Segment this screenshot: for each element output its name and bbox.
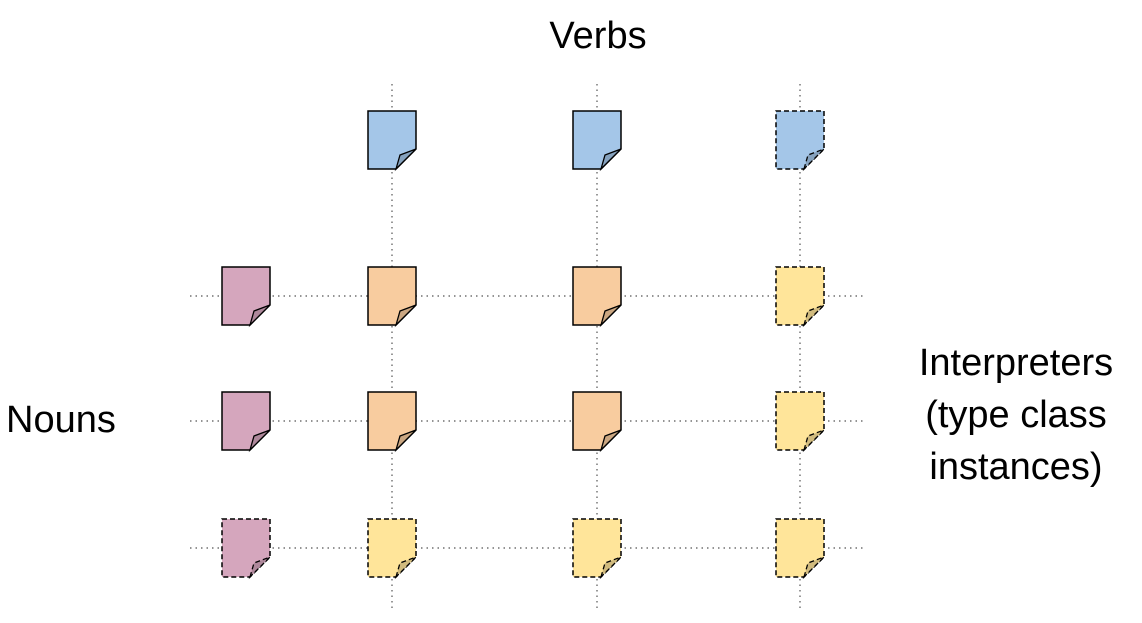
grid-guide-lines (190, 84, 866, 612)
document-icon-verb (367, 110, 417, 172)
document-icon-verb-new (775, 110, 825, 172)
document-cells (221, 110, 825, 580)
document-icon-interpreter-existing (572, 391, 622, 453)
interpreters-label-line-3: instances) (929, 446, 1103, 488)
document-icon-verb (572, 110, 622, 172)
document-icon-noun-new (221, 518, 271, 580)
document-icon-interpreter-existing (367, 266, 417, 328)
document-icon-interpreter-existing (367, 391, 417, 453)
document-icon-noun (221, 391, 271, 453)
document-icon-interpreter-new-new (775, 518, 825, 580)
document-icon-interpreter-existing (572, 266, 622, 328)
interpreters-label: Interpreters (type class instances) (888, 337, 1142, 493)
interpreters-label-line-2: (type class (925, 394, 1107, 436)
document-icon-interpreter-new-new (572, 518, 622, 580)
document-icon-interpreter-new-new (367, 518, 417, 580)
interpreters-label-line-1: Interpreters (918, 342, 1114, 384)
document-icon-interpreter-new-new (775, 266, 825, 328)
nouns-label: Nouns (6, 399, 116, 441)
document-icon-interpreter-new-new (775, 391, 825, 453)
document-icon-noun (221, 266, 271, 328)
verbs-label: Verbs (549, 15, 647, 57)
